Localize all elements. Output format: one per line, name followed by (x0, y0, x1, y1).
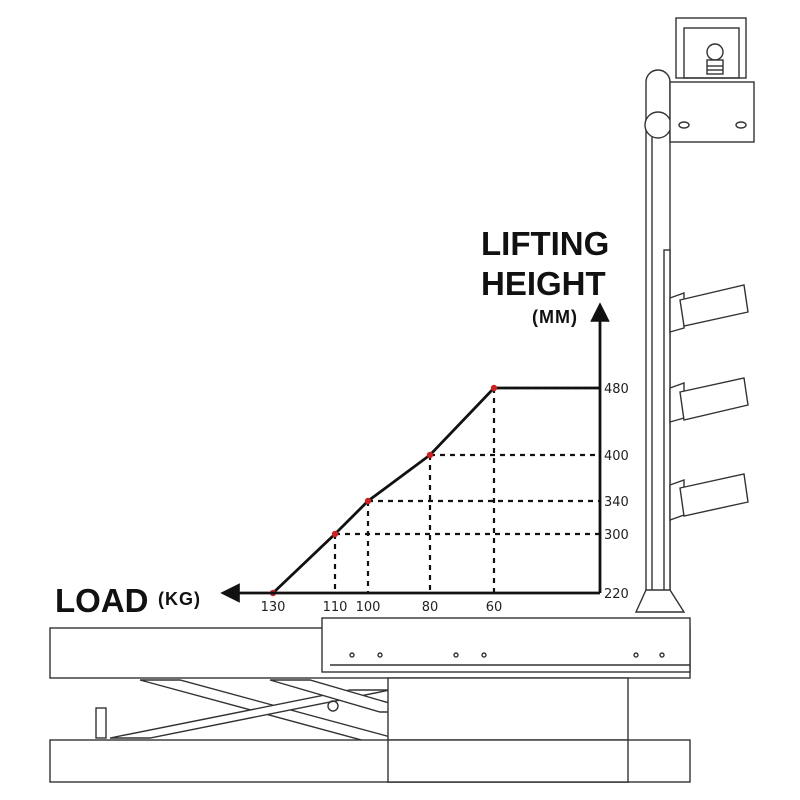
x-axis-title: LOAD (55, 582, 149, 619)
data-point (364, 497, 372, 505)
x-tick-label: 100 (356, 600, 381, 615)
column-base (634, 589, 686, 613)
x-tick-label: 110 (323, 600, 348, 615)
lift-table-illustration (49, 17, 755, 783)
x-tick-label: 130 (261, 600, 286, 615)
y-tick-label: 480 (604, 382, 629, 397)
control-knob-icon (706, 43, 724, 61)
series-line (272, 386, 600, 595)
x-tick-label: 80 (422, 600, 439, 615)
scissor-mechanism (95, 679, 421, 746)
handle-top (669, 284, 749, 333)
control-box-lower (669, 81, 755, 143)
handle-bottom (669, 473, 749, 521)
handle-middle (669, 377, 749, 423)
y-tick-label: 340 (604, 495, 629, 510)
x-tick-label: 60 (486, 600, 503, 615)
y-tick-label: 300 (604, 528, 629, 543)
side-rail (663, 249, 671, 596)
x-tick-labels: 130 110 100 80 60 (261, 600, 503, 615)
y-tick-label: 400 (604, 449, 629, 464)
x-axis-unit: (KG) (158, 589, 201, 609)
data-point (426, 451, 434, 459)
data-point (331, 530, 339, 538)
y-tick-labels: 220 300 340 400 480 (604, 382, 629, 602)
y-axis-unit: (MM) (532, 307, 578, 327)
data-point (490, 384, 498, 392)
y-axis-title-line2: HEIGHT (481, 265, 606, 302)
y-axis-title-line1: LIFTING (481, 225, 609, 262)
data-points (269, 384, 498, 597)
column-top-cap (644, 111, 672, 139)
chart: 220 300 340 400 480 130 110 100 80 60 LIFTING HE… (55, 225, 629, 619)
y-tick-label: 220 (604, 587, 629, 602)
dashed-guides (333, 386, 600, 593)
